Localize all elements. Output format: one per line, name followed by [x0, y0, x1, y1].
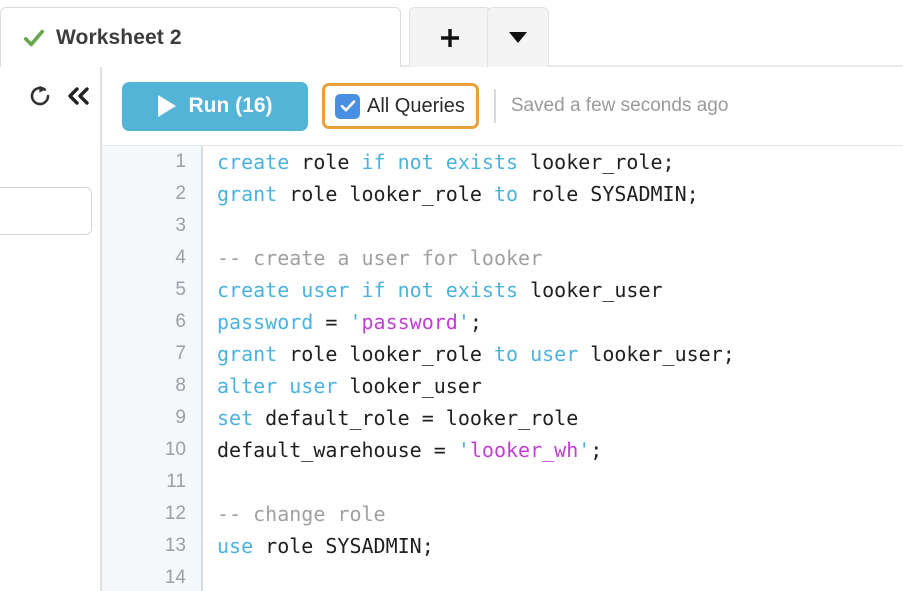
- code-line[interactable]: 5 create user if not exists looker_user: [102, 274, 903, 306]
- line-number: 7: [175, 343, 186, 364]
- line-number: 14: [164, 567, 186, 588]
- checkbox-box: [335, 93, 360, 119]
- code-token: ;: [469, 310, 482, 334]
- code-line[interactable]: 2 grant role looker_role to role SYSADMIN…: [102, 178, 903, 210]
- code-line[interactable]: 11: [102, 466, 903, 498]
- line-number: 8: [175, 375, 186, 396]
- code-text: -- change role: [217, 498, 386, 530]
- line-number: 6: [175, 311, 186, 332]
- code-token: if not exists: [361, 150, 519, 174]
- line-number: 2: [175, 183, 186, 204]
- all-queries-checkbox[interactable]: All Queries: [322, 83, 479, 129]
- code-token: alter user: [217, 374, 338, 398]
- plus-icon: [441, 28, 459, 47]
- code-token: to: [493, 182, 519, 206]
- code-text: -- create a user for looker: [217, 242, 542, 274]
- code-line[interactable]: 9 set default_role = looker_role: [102, 402, 903, 434]
- green-check-icon: [23, 29, 45, 46]
- code-token: to user: [493, 342, 579, 366]
- code-token: role SYSADMIN;: [518, 182, 699, 206]
- code-token: ': [578, 438, 591, 462]
- code-text: set default_role = looker_role: [217, 402, 578, 434]
- line-number: 4: [175, 247, 186, 268]
- refresh-icon[interactable]: [28, 84, 52, 108]
- line-number: 1: [175, 151, 186, 172]
- play-icon: [157, 95, 176, 117]
- tab-bar: Worksheet 2: [0, 0, 903, 67]
- code-token: set: [217, 406, 254, 430]
- all-queries-label: All Queries: [367, 94, 465, 117]
- code-token: looker_user: [518, 278, 663, 302]
- code-line[interactable]: 7 grant role looker_role to user looker_u…: [102, 338, 903, 370]
- code-token: =: [313, 310, 350, 334]
- code-token: looker_wh: [469, 438, 579, 462]
- run-button[interactable]: Run (16): [122, 81, 308, 131]
- line-number: 5: [175, 279, 186, 300]
- line-number-gutter: [102, 146, 203, 591]
- code-token: default_warehouse =: [217, 438, 458, 462]
- code-token: ': [349, 310, 362, 334]
- code-text: password = 'password';: [217, 306, 482, 338]
- code-token: grant: [217, 182, 278, 206]
- code-line[interactable]: 3: [102, 210, 903, 242]
- saved-status: Saved a few seconds ago: [510, 95, 729, 116]
- left-rail: [0, 67, 100, 591]
- code-token: create: [217, 150, 290, 174]
- code-token: grant: [217, 342, 278, 366]
- code-token: role looker_role: [277, 342, 494, 366]
- code-text: default_warehouse = 'looker_wh';: [217, 434, 602, 466]
- tab-worksheet-2[interactable]: Worksheet 2: [0, 7, 401, 67]
- toolbar-divider: [493, 89, 496, 123]
- line-number: 10: [164, 439, 186, 460]
- code-text: alter user looker_user: [217, 370, 482, 402]
- code-line[interactable]: 1 create role if not exists looker_role;: [102, 146, 903, 178]
- code-token: ': [457, 438, 470, 462]
- code-line[interactable]: 4 -- create a user for looker: [102, 242, 903, 274]
- caret-down-icon: [509, 32, 527, 43]
- code-line[interactable]: 14: [102, 562, 903, 591]
- run-button-label: Run (16): [188, 94, 273, 117]
- code-text: use role SYSADMIN;: [217, 530, 434, 562]
- line-number: 3: [175, 215, 186, 236]
- code-token: role SYSADMIN;: [253, 534, 434, 558]
- code-text: grant role looker_role to role SYSADMIN;: [217, 178, 699, 210]
- line-number: 13: [164, 535, 186, 556]
- code-token: use: [217, 534, 254, 558]
- line-number: 12: [164, 503, 186, 524]
- code-token: -- change role: [217, 502, 386, 526]
- code-token: password: [217, 310, 314, 334]
- code-token: default_role = looker_role: [253, 406, 579, 430]
- line-number: 9: [175, 407, 186, 428]
- code-line[interactable]: 12 -- change role: [102, 498, 903, 530]
- code-token: role: [289, 150, 362, 174]
- code-token: looker_role;: [518, 150, 675, 174]
- tab-menu-button[interactable]: [487, 7, 549, 67]
- line-number: 11: [166, 471, 186, 492]
- code-line[interactable]: 10 default_warehouse = 'looker_wh';: [102, 434, 903, 466]
- code-text: grant role looker_role to user looker_us…: [217, 338, 735, 370]
- left-rail-actions: [28, 84, 92, 108]
- code-text: create user if not exists looker_user: [217, 274, 663, 306]
- code-token: password: [361, 310, 458, 334]
- double-chevron-left-icon[interactable]: [66, 85, 92, 107]
- check-icon: [340, 100, 355, 112]
- code-line[interactable]: 8 alter user looker_user: [102, 370, 903, 402]
- code-token: create user if not exists: [217, 278, 519, 302]
- code-token: -- create a user for looker: [217, 246, 543, 270]
- add-tab-button[interactable]: [409, 7, 491, 67]
- code-token: ': [457, 310, 470, 334]
- code-token: role looker_role: [277, 182, 494, 206]
- code-token: ;: [590, 438, 603, 462]
- code-line[interactable]: 13 use role SYSADMIN;: [102, 530, 903, 562]
- code-text: create role if not exists looker_role;: [217, 146, 675, 178]
- editor-toolbar: Run (16) All Queries Saved a few seconds…: [102, 67, 903, 145]
- editor-pane: Run (16) All Queries Saved a few seconds…: [100, 67, 903, 591]
- tab-title: Worksheet 2: [56, 25, 182, 49]
- left-rail-input[interactable]: [0, 187, 92, 235]
- code-token: looker_user: [337, 374, 482, 398]
- code-token: looker_user;: [578, 342, 735, 366]
